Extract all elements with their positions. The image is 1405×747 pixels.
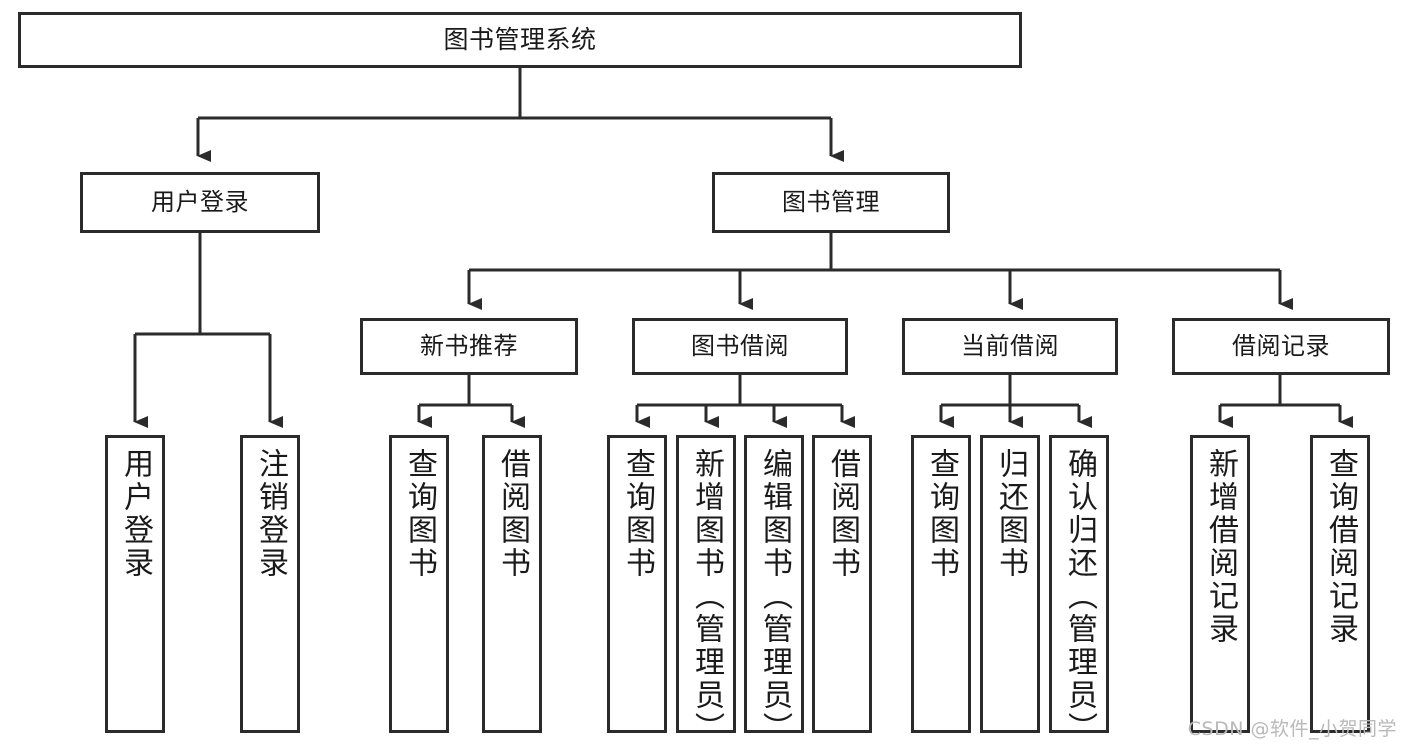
- node-label: 归还图书: [993, 448, 1028, 580]
- node-borrow-record[interactable]: 借阅记录: [1172, 318, 1390, 375]
- leaf-record-add-borrow-record[interactable]: 新增借阅记录: [1190, 435, 1250, 733]
- node-label: 借阅记录: [1232, 332, 1330, 361]
- leaf-user-login-logout[interactable]: 注销登录: [240, 435, 300, 733]
- node-current-borrow[interactable]: 当前借阅: [902, 318, 1118, 375]
- node-label: 查询借阅记录: [1323, 448, 1358, 646]
- leaf-borrow-query-book[interactable]: 查询图书: [607, 435, 667, 733]
- node-label: 新增借阅记录: [1203, 448, 1238, 646]
- leaf-borrow-edit-book-admin[interactable]: 编辑图书（管理员）: [744, 435, 804, 745]
- node-label: 用户登录: [118, 448, 153, 580]
- node-label: 用户登录: [151, 188, 249, 217]
- node-label: 注销登录: [253, 448, 288, 580]
- leaf-borrow-add-book-admin[interactable]: 新增图书（管理员）: [676, 435, 736, 745]
- leaf-current-confirm-return-admin[interactable]: 确认归还（管理员）: [1049, 435, 1109, 745]
- leaf-recommend-query-book[interactable]: 查询图书: [389, 435, 449, 733]
- node-label: 确认归还（管理员）: [1062, 448, 1097, 745]
- node-root-book-management-system[interactable]: 图书管理系统: [18, 12, 1022, 68]
- node-label: 借阅图书: [825, 448, 860, 580]
- node-label: 借阅图书: [495, 448, 530, 580]
- node-book-management[interactable]: 图书管理: [712, 172, 950, 233]
- leaf-record-query-borrow-record[interactable]: 查询借阅记录: [1310, 435, 1370, 733]
- node-label: 新增图书（管理员）: [689, 448, 724, 745]
- leaf-current-return-book[interactable]: 归还图书: [980, 435, 1040, 733]
- node-label: 查询图书: [620, 448, 655, 580]
- leaf-user-login-login[interactable]: 用户登录: [105, 435, 165, 733]
- leaf-recommend-borrow-book[interactable]: 借阅图书: [482, 435, 542, 733]
- node-label: 当前借阅: [961, 332, 1059, 361]
- node-label: 查询图书: [402, 448, 437, 580]
- node-new-book-recommend[interactable]: 新书推荐: [360, 318, 578, 375]
- node-user-login[interactable]: 用户登录: [80, 172, 320, 233]
- leaf-borrow-borrow-book[interactable]: 借阅图书: [812, 435, 872, 733]
- node-label: 编辑图书（管理员）: [757, 448, 792, 745]
- node-label: 图书管理: [782, 188, 880, 217]
- leaf-current-query-book[interactable]: 查询图书: [911, 435, 971, 733]
- node-label: 图书借阅: [691, 332, 789, 361]
- node-label: 查询图书: [924, 448, 959, 580]
- node-book-borrow[interactable]: 图书借阅: [632, 318, 848, 375]
- node-label: 新书推荐: [420, 332, 518, 361]
- node-label: 图书管理系统: [443, 25, 597, 55]
